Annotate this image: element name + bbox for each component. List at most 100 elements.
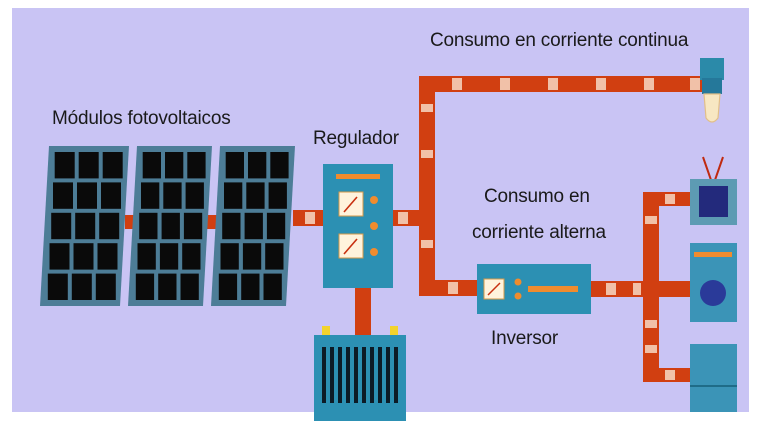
- solar-cell: [165, 152, 184, 179]
- battery-icon: [314, 326, 406, 421]
- wire-highlight: [690, 78, 700, 90]
- dc-consumption-label: Consumo en corriente continua: [430, 30, 689, 51]
- solar-cell: [187, 152, 206, 179]
- wire-highlight: [645, 345, 657, 353]
- solar-cell: [266, 212, 286, 240]
- tv-screen: [699, 186, 728, 217]
- lamp-holder: [700, 58, 724, 80]
- fridge-body: [690, 344, 737, 412]
- solar-cell: [224, 182, 243, 209]
- solar-cell: [183, 212, 203, 240]
- inverter-knob-1: [514, 278, 522, 286]
- lamp-bulb: [703, 93, 721, 123]
- wire-highlight: [421, 240, 433, 248]
- regulator-bar: [336, 174, 380, 179]
- wire-highlight: [448, 282, 458, 294]
- solar-cell: [54, 152, 75, 179]
- wire-to-washer: [643, 281, 693, 297]
- solar-cell: [248, 152, 267, 179]
- solar-cell: [49, 243, 70, 270]
- solar-cell: [246, 182, 265, 209]
- solar-cell: [244, 212, 263, 240]
- solar-cell: [71, 273, 92, 300]
- wire-highlight: [665, 370, 675, 380]
- battery-cell: [330, 347, 334, 403]
- solar-cell: [99, 212, 120, 240]
- solar-cell: [101, 182, 121, 209]
- wire-highlight: [645, 320, 657, 328]
- regulator-body: [323, 164, 393, 288]
- solar-cell: [241, 273, 260, 300]
- regulator-knob-1: [370, 196, 378, 204]
- solar-cell: [163, 182, 182, 209]
- wire-highlight: [596, 78, 606, 90]
- wire-highlight: [421, 150, 433, 158]
- battery-terminal-left: [322, 326, 330, 336]
- solar-cell: [263, 273, 282, 300]
- battery-body: [314, 335, 406, 421]
- wire-highlight: [305, 212, 315, 224]
- regulator-knob-3: [370, 248, 378, 256]
- battery-cell: [394, 347, 398, 403]
- solar-cell: [51, 212, 72, 240]
- inverter-bar: [528, 286, 578, 292]
- battery-cell: [354, 347, 358, 403]
- solar-cell: [102, 152, 123, 179]
- solar-cell: [141, 182, 160, 209]
- washer-panel: [694, 252, 732, 257]
- solar-cell: [139, 212, 158, 240]
- ac-consumption-label-line1: Consumo en: [484, 186, 590, 207]
- regulator-icon: [323, 164, 393, 288]
- solar-cell: [78, 152, 99, 179]
- solar-cell: [137, 243, 156, 270]
- solar-panel-icon: [40, 146, 295, 306]
- solar-cell: [75, 212, 96, 240]
- solar-cell: [268, 182, 287, 209]
- solar-cell: [142, 152, 161, 179]
- wire-highlights: [305, 78, 700, 380]
- solar-cell: [161, 212, 180, 240]
- solar-cell: [159, 243, 179, 270]
- wire-highlight: [421, 104, 433, 112]
- solar-cell: [77, 182, 97, 209]
- solar-cell: [270, 152, 289, 179]
- solar-modules-label: Módulos fotovoltaicos: [52, 108, 231, 129]
- battery-cells: [322, 347, 398, 403]
- solar-cell: [53, 182, 73, 209]
- inverter-icon: [477, 264, 591, 314]
- regulator-knob-2: [370, 222, 378, 230]
- solar-cell: [242, 243, 262, 270]
- wire-highlight: [500, 78, 510, 90]
- solar-cell: [265, 243, 284, 270]
- inverter-knob-2: [514, 292, 522, 300]
- battery-cell: [378, 347, 382, 403]
- solar-cell: [73, 243, 94, 270]
- solar-cell: [95, 273, 116, 300]
- washing-machine-icon: [690, 243, 737, 322]
- battery-terminal-right: [390, 326, 398, 336]
- solar-cell: [225, 152, 244, 179]
- tv-icon: [690, 156, 737, 225]
- washer-drum: [700, 280, 726, 306]
- inverter-label: Inversor: [491, 328, 559, 349]
- wire-highlight: [452, 78, 462, 90]
- solar-cell: [47, 273, 68, 300]
- light-bulb-icon: [700, 58, 724, 123]
- solar-cell: [182, 243, 201, 270]
- solar-cell: [222, 212, 241, 240]
- ac-consumption-label-line2: corriente alterna: [472, 222, 606, 243]
- lamp-socket: [702, 78, 722, 94]
- solar-cell: [135, 273, 155, 300]
- wire-highlight: [398, 212, 408, 224]
- wire-regulator-to-battery: [355, 287, 371, 337]
- battery-cell: [338, 347, 342, 403]
- battery-cell: [322, 347, 326, 403]
- solar-cell: [158, 273, 177, 300]
- wire-dc-line: [419, 76, 714, 92]
- regulator-label: Regulador: [313, 128, 399, 149]
- wire-highlight: [606, 283, 616, 295]
- wire-highlight: [548, 78, 558, 90]
- wire-highlight: [633, 283, 641, 295]
- battery-cell: [386, 347, 390, 403]
